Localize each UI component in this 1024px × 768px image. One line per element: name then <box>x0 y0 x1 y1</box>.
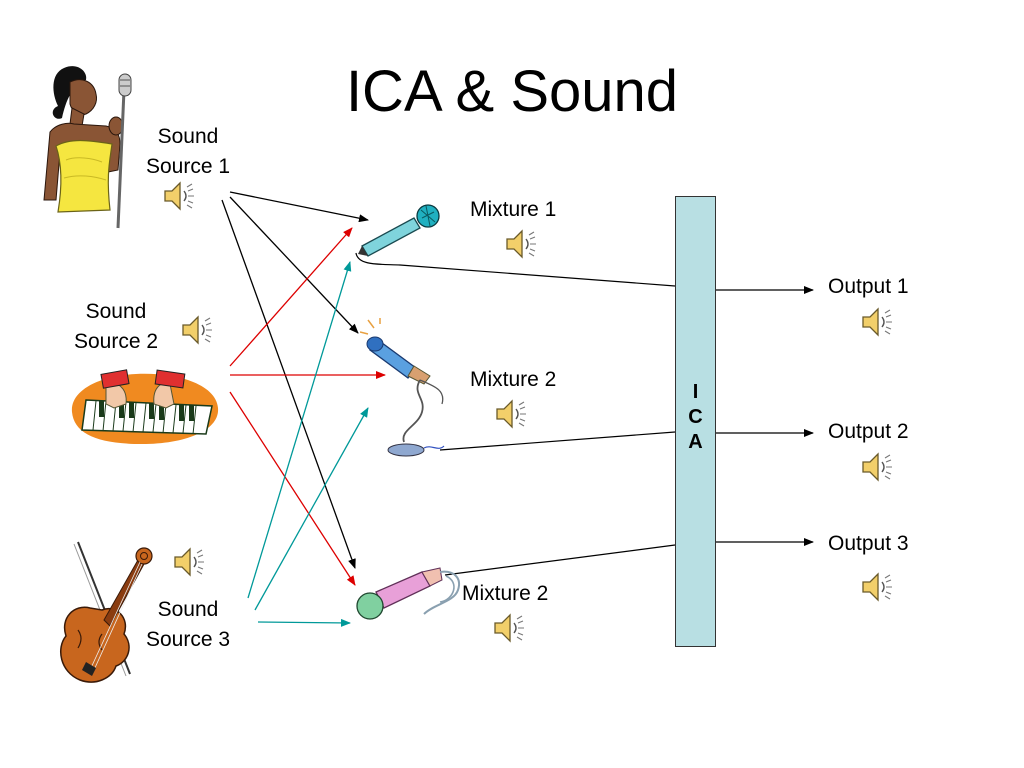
mixture-2-label: Mixture 2 <box>470 368 557 391</box>
source-1-line2: Source 1 <box>145 155 231 178</box>
speaker-icon[interactable] <box>860 571 894 603</box>
speaker-icon[interactable] <box>172 546 206 578</box>
ica-letter: I <box>692 381 699 403</box>
output-2-label: Output 2 <box>828 420 909 443</box>
arrow-source2-mixture1 <box>229 227 353 367</box>
singer-icon <box>43 66 132 229</box>
ica-box: I C A <box>675 196 716 647</box>
arrow-source1-mixture3 <box>221 199 356 569</box>
source-2-line1: Sound <box>85 300 147 323</box>
speaker-icon[interactable] <box>162 180 196 212</box>
speaker-icon[interactable] <box>492 612 526 644</box>
violin-icon <box>60 541 153 683</box>
arrow-source1-mixture2 <box>229 196 359 334</box>
speaker-icon[interactable] <box>504 228 538 260</box>
speaker-icon[interactable] <box>860 306 894 338</box>
output-3-label: Output 3 <box>828 532 909 555</box>
source-3-line1: Sound <box>157 598 219 621</box>
mixture-1-label: Mixture 1 <box>470 198 557 221</box>
slide-title: ICA & Sound <box>345 59 679 124</box>
source-2-line2: Source 2 <box>73 330 159 353</box>
ica-letters: I C A <box>676 380 715 455</box>
microphone-stand-icon <box>360 318 445 457</box>
ica-letter: C <box>688 406 703 428</box>
microphone-cable-icon <box>356 567 460 620</box>
arrow-source3-mixture3 <box>257 618 351 627</box>
arrow-source1-mixture1 <box>229 191 369 223</box>
speaker-icon[interactable] <box>860 451 894 483</box>
line-mixture3-ica <box>444 544 676 576</box>
line-mixture1-ica <box>355 252 676 287</box>
microphone-icon <box>358 204 440 257</box>
source-2-label: Sound Source 2 <box>60 297 172 357</box>
speaker-icon[interactable] <box>494 398 528 430</box>
mixture-3-label: Mixture 2 <box>462 582 549 605</box>
line-mixture2-ica <box>439 431 676 451</box>
arrow-source3-mixture1 <box>247 261 352 599</box>
ica-letter: A <box>688 431 703 453</box>
speaker-icon[interactable] <box>180 314 214 346</box>
source-1-line1: Sound <box>157 125 219 148</box>
arrow-source2-mixture3 <box>229 391 356 586</box>
piano-icon <box>71 369 219 444</box>
source-1-label: Sound Source 1 <box>134 122 242 182</box>
source-3-label: Sound Source 3 <box>134 595 242 655</box>
arrow-source3-mixture2 <box>254 407 369 611</box>
source-3-line2: Source 3 <box>145 628 231 651</box>
output-1-label: Output 1 <box>828 275 909 298</box>
